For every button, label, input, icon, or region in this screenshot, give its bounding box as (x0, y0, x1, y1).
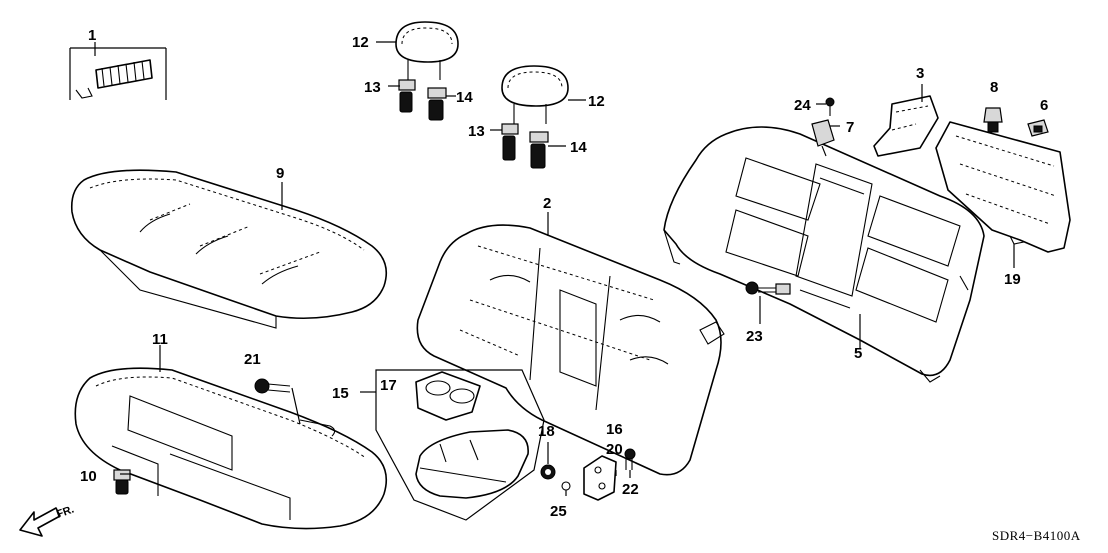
callout-21: 21 (244, 351, 261, 368)
callout-15: 15 (332, 385, 349, 402)
callout-16: 16 (606, 421, 623, 438)
callout-19: 19 (1004, 271, 1021, 288)
front-direction-arrow-icon: FR. (19, 503, 76, 537)
callout-10: 10 (80, 468, 97, 485)
callout-20: 20 (606, 441, 623, 458)
part-9-seat-cushion-cover (70, 169, 388, 329)
part-17-cup-holder (415, 371, 481, 421)
part-25-washer (561, 481, 571, 491)
callout-17: 17 (380, 377, 397, 394)
callout-12-right: 12 (588, 93, 605, 110)
callout-1: 1 (88, 27, 96, 44)
part-6-clip (1027, 119, 1049, 137)
callout-labels: 1 12 13 14 12 13 14 9 2 3 8 6 24 7 19 5 … (80, 27, 1048, 520)
part-2-seat-back-pad (416, 224, 725, 476)
callout-14-left: 14 (456, 89, 473, 106)
part-18-bushing (540, 464, 556, 480)
part-12-headrest-right (501, 65, 569, 124)
callout-22: 22 (622, 481, 639, 498)
part-10-clip (113, 469, 131, 495)
part-1-clip (69, 42, 167, 100)
part-12-headrest-left (395, 21, 459, 80)
callout-6: 6 (1040, 97, 1048, 114)
leader-lines (120, 41, 1015, 496)
callout-3: 3 (916, 65, 924, 82)
part-24-screw (825, 97, 835, 116)
callout-2: 2 (543, 195, 551, 212)
callout-5: 5 (854, 345, 862, 362)
callout-18: 18 (538, 423, 555, 440)
callout-24: 24 (794, 97, 811, 114)
direction-label: FR. (55, 503, 76, 520)
part-16-20-hinge-bracket (583, 455, 617, 501)
part-armrest-body (415, 429, 529, 499)
part-14-guide-right (529, 131, 549, 169)
part-14-guide-left (427, 87, 447, 121)
part-13-guide-right (501, 123, 519, 161)
part-13-guide-left (398, 79, 416, 113)
part-3-bracket (873, 95, 939, 157)
callout-23: 23 (746, 328, 763, 345)
callout-13-right: 13 (468, 123, 485, 140)
part-11-seat-cushion-pad (74, 367, 388, 530)
part-5-seat-back-cover (663, 126, 985, 383)
part-23-bolt (745, 281, 791, 295)
part-7-cover (811, 119, 835, 157)
callout-7: 7 (846, 119, 854, 136)
callout-25: 25 (550, 503, 567, 520)
diagram-code: SDR4−B4100A (992, 528, 1081, 543)
callout-13-left: 13 (364, 79, 381, 96)
part-8-fastener (983, 107, 1003, 133)
part-21-bolt (254, 378, 301, 425)
callout-11: 11 (152, 331, 168, 348)
callout-12-left: 12 (352, 34, 369, 51)
callout-8: 8 (990, 79, 998, 96)
callout-9: 9 (276, 165, 284, 182)
part-15-armrest-assembly (360, 369, 545, 521)
callout-14-right: 14 (570, 139, 587, 156)
part-22-bolt (624, 448, 636, 470)
part-19-rear-panel (935, 121, 1071, 253)
